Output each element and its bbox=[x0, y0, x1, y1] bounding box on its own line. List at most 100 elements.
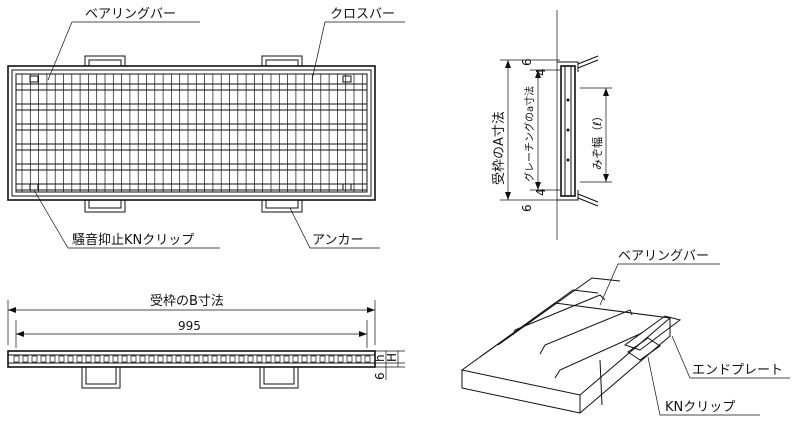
bearing-bar bbox=[15, 83, 368, 91]
label-kn-clip: KNクリップ bbox=[665, 400, 735, 415]
kn-clip-tr bbox=[342, 75, 352, 83]
front-slot bbox=[85, 355, 92, 363]
front-slot bbox=[202, 355, 209, 363]
front-slot bbox=[283, 355, 290, 363]
grating-border bbox=[15, 73, 368, 193]
top-view: ベアリングバー クロスバー 騒音抑止KNクリップ アンカー bbox=[7, 7, 405, 249]
dim-h-large: H bbox=[385, 353, 399, 362]
front-slot bbox=[13, 355, 20, 363]
front-slot bbox=[166, 355, 173, 363]
section-frame-top bbox=[557, 61, 579, 72]
dim-top-4: 4 bbox=[534, 68, 548, 76]
front-slot bbox=[76, 355, 83, 363]
dim-top-6: 6 bbox=[520, 58, 534, 66]
front-slot bbox=[265, 355, 272, 363]
bearing-bar bbox=[15, 143, 368, 151]
front-slot bbox=[256, 355, 263, 363]
label-cross-bar: クロスバー bbox=[330, 7, 395, 22]
leader-kn-clip bbox=[647, 356, 760, 416]
front-slot bbox=[310, 355, 317, 363]
dim-h-small: h bbox=[373, 354, 387, 362]
persp-cross-bar bbox=[512, 294, 606, 336]
front-slot bbox=[94, 355, 101, 363]
front-slot bbox=[184, 355, 191, 363]
leader-bearing-bar bbox=[47, 21, 73, 81]
front-slot bbox=[238, 355, 245, 363]
front-slot bbox=[274, 355, 281, 363]
front-slot bbox=[337, 355, 344, 363]
section-frame-bottom bbox=[557, 190, 579, 201]
kn-clip-br bbox=[342, 183, 352, 191]
front-slot bbox=[58, 355, 65, 363]
persp-front-face bbox=[461, 370, 581, 414]
frame-outer bbox=[7, 65, 376, 201]
front-slot bbox=[346, 355, 353, 363]
front-slot bbox=[22, 355, 29, 363]
label-end-plate: エンドプレート bbox=[692, 363, 783, 378]
persp-end-plate bbox=[623, 315, 682, 351]
front-slot bbox=[112, 355, 119, 363]
front-anchor-left bbox=[81, 367, 121, 389]
dim-6-front: 6 bbox=[373, 372, 387, 380]
front-slot bbox=[67, 355, 74, 363]
dim-bottom-6: 6 bbox=[520, 204, 534, 212]
front-slot bbox=[31, 355, 38, 363]
front-slot bbox=[40, 355, 47, 363]
perspective-view: ベアリングバー エンドプレート KNクリップ bbox=[460, 249, 790, 416]
section-view: 受枠のA寸法 グレーチングのa寸法 6 4 4 6 みぞ幅（ℓ） bbox=[492, 10, 612, 240]
section-anchor-bottom bbox=[577, 197, 599, 207]
anchor-handle-top-right bbox=[261, 55, 303, 66]
anchor-handle-bottom-left bbox=[84, 200, 126, 213]
bearing-bars bbox=[15, 83, 368, 191]
front-anchor-right bbox=[259, 367, 299, 389]
front-slot bbox=[229, 355, 236, 363]
front-slot bbox=[319, 355, 326, 363]
leader-anchor bbox=[289, 207, 380, 249]
front-slot bbox=[292, 355, 299, 363]
bearing-bar bbox=[15, 123, 368, 131]
bearing-bar bbox=[15, 163, 368, 171]
cross-bars bbox=[21, 74, 363, 192]
front-slot bbox=[130, 355, 137, 363]
label-ditch-width: みぞ幅（ℓ） bbox=[591, 110, 604, 170]
front-slot bbox=[175, 355, 182, 363]
front-cross-bar-slots bbox=[13, 355, 371, 363]
label-anchor: アンカー bbox=[312, 233, 363, 248]
section-grating bbox=[560, 65, 576, 197]
front-slot bbox=[157, 355, 164, 363]
leader-persp-bearing bbox=[599, 263, 720, 306]
anchor-handle-bottom-right bbox=[261, 200, 303, 213]
label-clip: 騒音抑止KNクリップ bbox=[72, 232, 194, 248]
label-frame-a: 受枠のA寸法 bbox=[492, 111, 507, 185]
front-slot bbox=[211, 355, 218, 363]
persp-top-face bbox=[460, 302, 672, 396]
anchor-handle-top-left bbox=[84, 55, 126, 66]
front-slot bbox=[49, 355, 56, 363]
front-slot bbox=[220, 355, 227, 363]
label-grating-a: グレーチングのa寸法 bbox=[523, 86, 536, 182]
frame-inner bbox=[11, 69, 372, 197]
bearing-bar bbox=[15, 103, 368, 111]
front-slot bbox=[301, 355, 308, 363]
label-bearing-bar: ベアリングバー bbox=[85, 7, 176, 22]
persp-kn-clip bbox=[627, 337, 661, 361]
label-frame-b: 受枠のB寸法 bbox=[150, 294, 224, 309]
front-slot bbox=[148, 355, 155, 363]
bearing-bar bbox=[15, 183, 368, 191]
front-grating-body bbox=[7, 350, 376, 368]
front-slot bbox=[328, 355, 335, 363]
front-slot bbox=[355, 355, 362, 363]
leader-cross-bar bbox=[311, 21, 326, 81]
front-view: 受枠のB寸法 995 h H 6 bbox=[7, 294, 405, 389]
dim-995: 995 bbox=[178, 319, 201, 333]
front-slot bbox=[139, 355, 146, 363]
front-slot bbox=[193, 355, 200, 363]
dim-bottom-4: 4 bbox=[534, 188, 548, 196]
section-anchor-top bbox=[577, 55, 599, 65]
kn-clip-bl bbox=[29, 183, 39, 191]
front-slot bbox=[121, 355, 128, 363]
kn-clip-tl bbox=[29, 75, 39, 83]
front-slot bbox=[103, 355, 110, 363]
